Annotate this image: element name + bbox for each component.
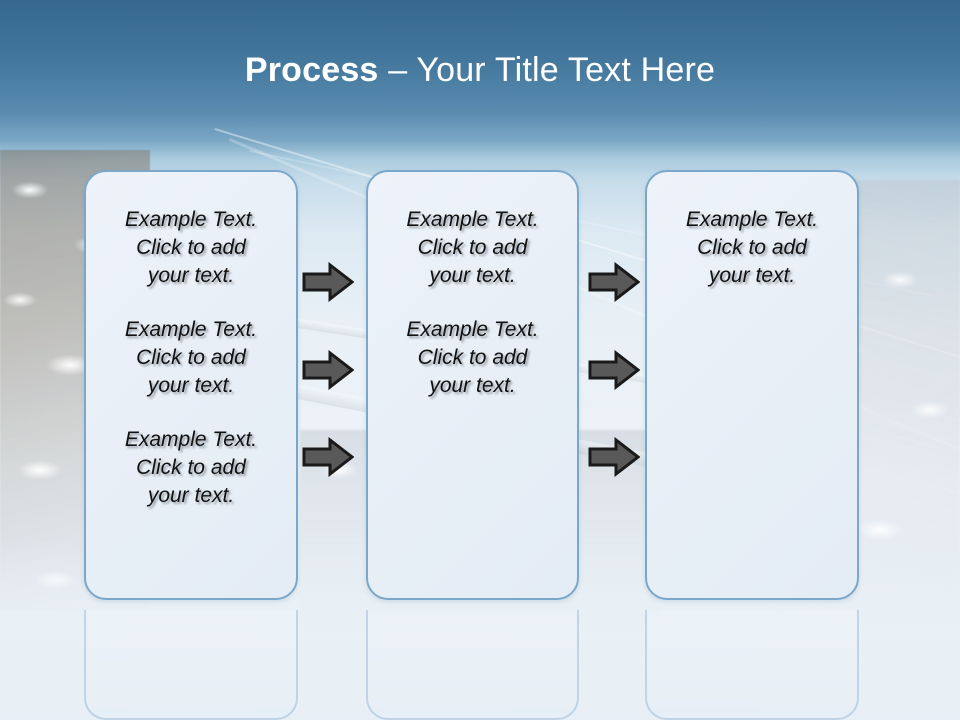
process-box-2-paragraph-2[interactable]: Example Text. Click to add your text. <box>406 318 539 397</box>
page-title-rest: – Your Title Text Here <box>378 51 716 89</box>
process-box-1-paragraph-2[interactable]: Example Text. Click to add your text. <box>124 318 258 397</box>
process-box-3-reflection <box>645 610 859 720</box>
page-title: Process – Your Title Text Here <box>0 50 960 90</box>
page-title-strong: Process <box>244 51 379 89</box>
arrow-right-icon[interactable] <box>588 262 640 302</box>
process-box-1-paragraph-1[interactable]: Example Text. Click to add your text. <box>124 208 258 287</box>
process-box-2-reflection <box>366 610 579 720</box>
arrow-right-icon[interactable] <box>588 437 640 477</box>
process-box-1-reflection <box>84 610 298 720</box>
process-box-1[interactable]: Example Text. Click to add your text. Ex… <box>84 170 298 600</box>
arrow-right-icon[interactable] <box>302 262 354 302</box>
arrow-right-icon[interactable] <box>302 350 354 390</box>
process-box-1-paragraph-3[interactable]: Example Text. Click to add your text. <box>124 428 258 507</box>
process-box-3-paragraph-1[interactable]: Example Text. Click to add your text. <box>685 208 819 287</box>
process-box-3[interactable]: Example Text. Click to add your text. <box>645 170 859 600</box>
process-box-2[interactable]: Example Text. Click to add your text. Ex… <box>366 170 579 600</box>
arrow-right-icon[interactable] <box>302 437 354 477</box>
title-band <box>0 0 960 128</box>
process-box-2-paragraph-1[interactable]: Example Text. Click to add your text. <box>406 208 539 287</box>
arrow-right-icon[interactable] <box>588 350 640 390</box>
